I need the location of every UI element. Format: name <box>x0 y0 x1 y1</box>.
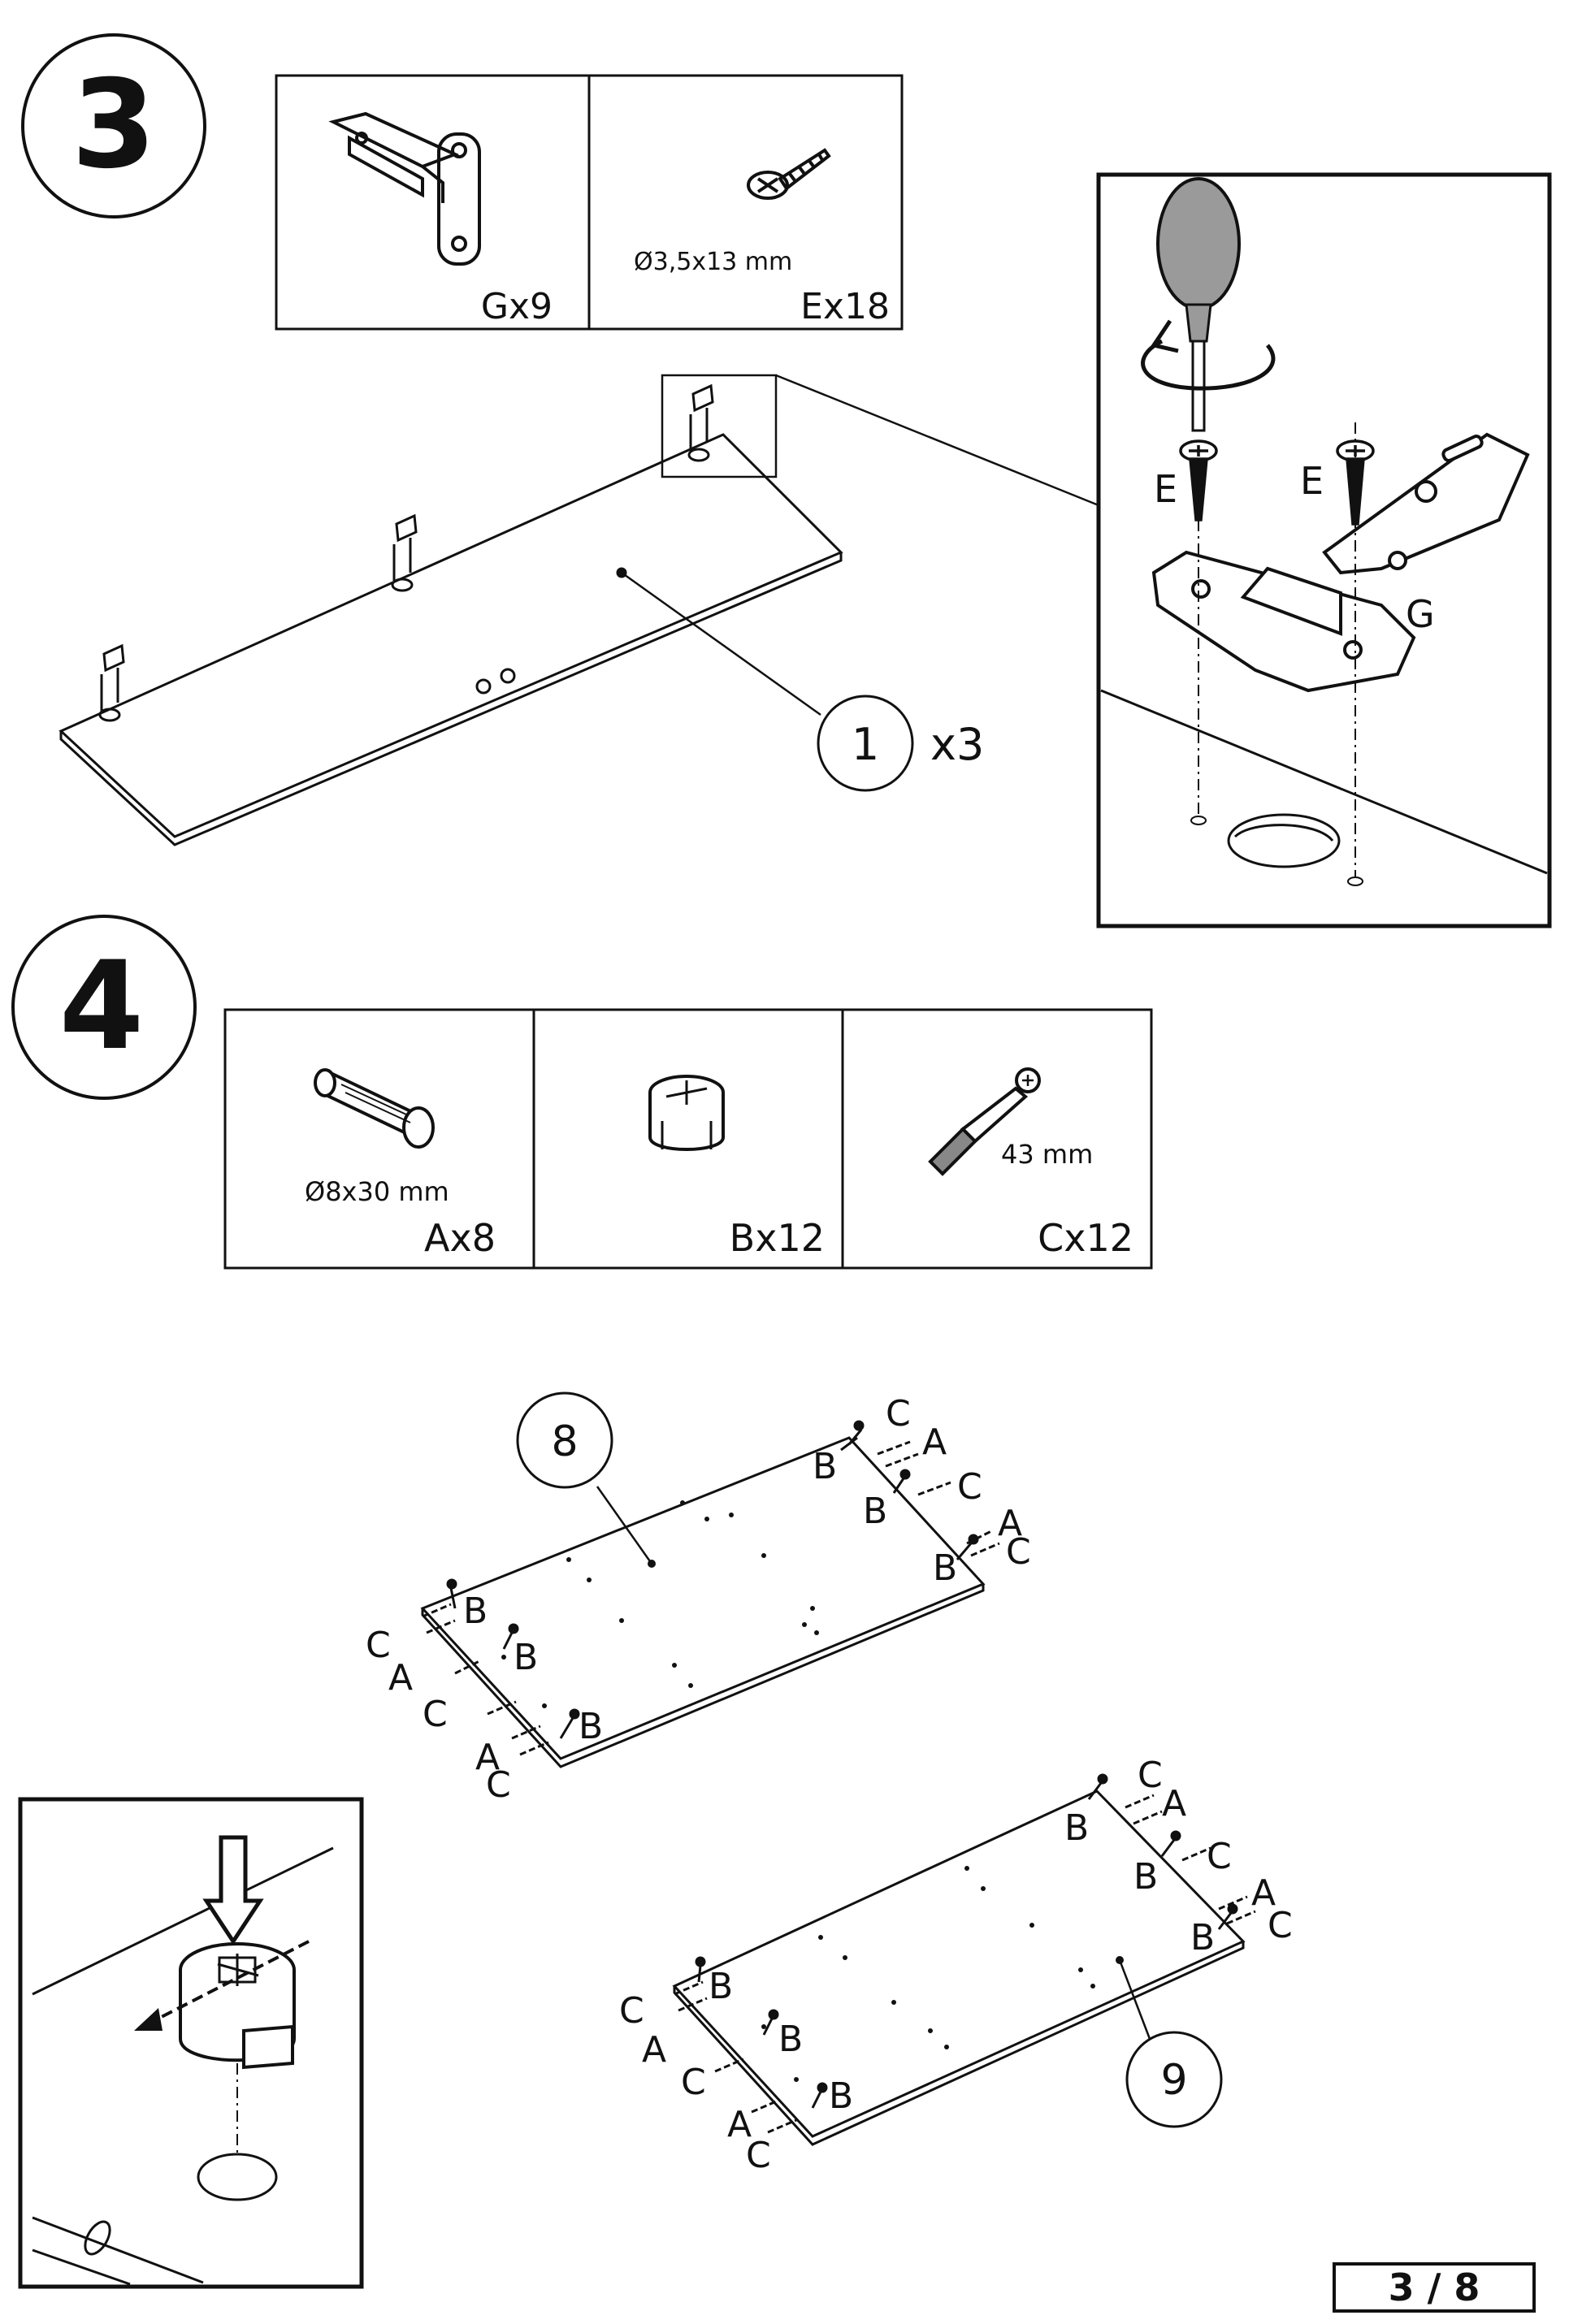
label: C <box>681 2062 706 2103</box>
dowel-a-icon <box>314 1068 435 1149</box>
label: B <box>829 2075 853 2117</box>
step-3-number: 3 <box>72 54 156 196</box>
panel-8-label: 8 <box>551 1417 578 1466</box>
slide-direction-line <box>150 1940 310 2024</box>
label: A <box>727 2104 752 2145</box>
label: B <box>463 1590 488 1632</box>
screwdriver-icon <box>1156 177 1241 432</box>
panel-hinge-2 <box>391 513 418 592</box>
panel-9-labels: C A B B C A B C B C A B C A C B <box>619 1755 1293 2176</box>
label: A <box>1162 1783 1186 1824</box>
label: C <box>1268 1905 1293 1946</box>
part-g-code: Gx9 <box>481 286 553 327</box>
label: B <box>778 2019 803 2060</box>
part-b-code: Bx12 <box>730 1216 825 1260</box>
detail-label-screw-left: E <box>1154 467 1177 511</box>
hinge-detail-icon <box>1151 432 1530 693</box>
push-down-arrow-icon <box>202 1835 264 1945</box>
label: A <box>475 1737 500 1778</box>
part-e-spec: Ø3,5x13 mm <box>634 248 792 276</box>
label: C <box>1006 1531 1031 1573</box>
label: C <box>746 2135 771 2176</box>
detail-label-screw-right: E <box>1300 459 1324 503</box>
label: C <box>1207 1836 1232 1877</box>
label: B <box>933 1547 957 1589</box>
step-4-circle <box>11 915 197 1100</box>
screw-e-icon <box>747 148 831 200</box>
panel-9-label: 9 <box>1160 2056 1187 2105</box>
hinge-detail-box: E E G <box>1096 172 1552 928</box>
cam-bolt-c-icon <box>928 1067 1041 1176</box>
label: A <box>998 1503 1022 1544</box>
part-e-code: Ex18 <box>800 286 890 327</box>
part-a-code: Ax8 <box>424 1216 496 1260</box>
step-4-parts-table: Ø8x30 mm Ax8 Bx12 43 mm Cx12 <box>223 1008 1153 1270</box>
panel-8-labels: C A B B C A B C B C A B C A C B <box>366 1393 1031 1806</box>
label: A <box>388 1657 413 1699</box>
panel-1 <box>59 374 1099 846</box>
step-3-circle <box>21 33 206 219</box>
page-number: 3 / 8 <box>1333 2262 1536 2313</box>
part-a-spec: Ø8x30 mm <box>305 1176 449 1207</box>
step-4-number: 4 <box>59 936 144 1077</box>
panel-9-fittings <box>674 1773 1256 2134</box>
panel-1-quantity: x3 <box>930 719 984 770</box>
label: A <box>1251 1872 1276 1914</box>
panel-9: 9 C A B <box>619 1755 1293 2176</box>
label: C <box>957 1466 982 1508</box>
label: B <box>579 1706 603 1747</box>
label: B <box>863 1491 887 1532</box>
cam-lock-detail-box <box>18 1797 364 2289</box>
label: C <box>619 1990 644 2032</box>
label: A <box>642 2029 666 2071</box>
cam-lock-detail-icon <box>179 1942 296 2070</box>
slide-arrow-head-icon <box>134 2008 163 2031</box>
cam-hole <box>197 2153 278 2201</box>
rotation-arrow-icon <box>1141 319 1276 391</box>
label: C <box>366 1625 391 1666</box>
label: B <box>709 1966 733 2007</box>
label: C <box>1138 1755 1163 1796</box>
label: B <box>813 1446 837 1487</box>
label: B <box>514 1637 538 1678</box>
label: B <box>1064 1807 1089 1849</box>
hinge-icon <box>328 111 481 266</box>
part-c-code: Cx12 <box>1038 1216 1133 1260</box>
step-3-parts-table: Gx9 Ø3,5x13 mm Ex18 <box>275 74 904 331</box>
panel-8: 8 <box>366 1391 1031 1806</box>
label: B <box>1190 1917 1215 1958</box>
label: C <box>486 1764 511 1806</box>
cam-lock-b-icon <box>648 1075 725 1151</box>
part-c-spec: 43 mm <box>1001 1139 1093 1170</box>
step-4: 4 Ø8x30 mm Ax8 Bx12 <box>11 915 1293 2289</box>
panel-hinge-1 <box>98 643 125 722</box>
panel-8-fittings <box>422 1420 1000 1756</box>
step-3: 3 Gx9 Ø3,5x13 mm <box>21 33 1552 928</box>
screw-left-icon <box>1179 439 1218 521</box>
panel-hinge-3 <box>687 383 714 462</box>
label: A <box>922 1422 947 1463</box>
panel-1-label: 1 <box>852 719 879 770</box>
label: B <box>1133 1856 1158 1898</box>
label: C <box>886 1393 911 1435</box>
detail-label-hinge: G <box>1406 592 1435 636</box>
label: C <box>423 1694 448 1735</box>
